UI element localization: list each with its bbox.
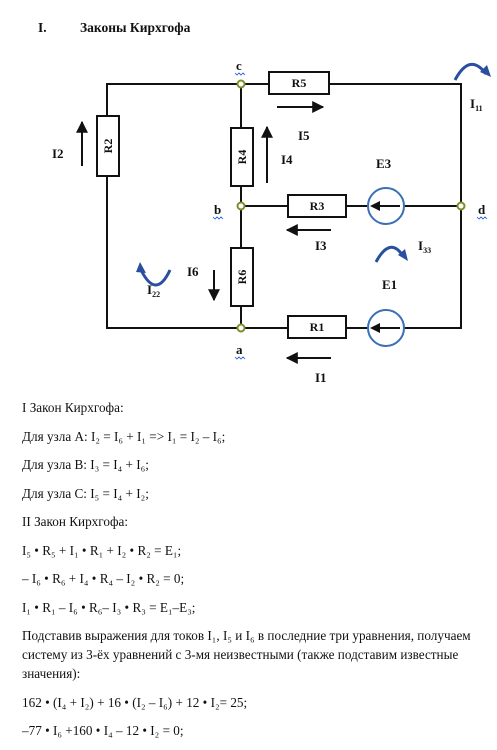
node-c-equation: Для узла C: I₅ = I₄ + I₂; <box>22 485 149 501</box>
circuit-nodes <box>236 79 466 333</box>
law2-title: II Закон Кирхгофа: <box>22 514 129 529</box>
node-c-label: c <box>236 58 242 73</box>
node-a-equation: Для узла A: I₂ = I₆ + I₁ => I₁ = I₂ – I₆… <box>22 428 226 444</box>
loop-equation-1: I₅ • R₅ + I₁ • R₁ + I₂ • R₂ = E₁; <box>22 542 182 558</box>
section-title: Законы Кирхгофа <box>80 20 191 35</box>
loop-i11-label: I11 <box>470 96 483 113</box>
source-e1-label: E1 <box>382 277 397 292</box>
loop-equation-3: I₁ • R₁ – I₆ • R₆– I₃ • R₃ = E₁–E₃; <box>22 599 196 615</box>
source-e3-label: E3 <box>376 156 392 171</box>
resistor-r2-label: R2 <box>101 139 115 154</box>
system-equation-1: 162 • (I₄ + I₂) + 16 • (I₂ – I₆) + 12 • … <box>22 694 248 710</box>
substitution-paragraph: Подставив выражения для токов I₁, I₅ и I… <box>22 628 471 681</box>
resistor-r4-label: R4 <box>235 150 249 165</box>
current-i3-label: I3 <box>315 238 327 253</box>
resistor-r1-label: R1 <box>310 320 325 334</box>
current-i4-label: I4 <box>281 152 293 167</box>
node-d-label: d <box>478 202 486 217</box>
resistor-r6-label: R6 <box>235 270 249 285</box>
node-a-label: a <box>236 342 243 357</box>
resistor-r1 <box>287 315 347 339</box>
loop-i33-label: I33 <box>418 238 431 255</box>
resistor-r4 <box>230 127 254 187</box>
section-number: I. <box>38 20 47 35</box>
node-b-label: b <box>214 202 221 217</box>
resistor-r2 <box>96 115 120 177</box>
loop-equation-2: – I₆ • R₆ + I₄ • R₄ – I₂ • R₂ = 0; <box>22 571 185 586</box>
resistor-r3 <box>287 194 347 218</box>
document-body: I Закон Кирхгофа: Для узла A: I₂ = I₆ + … <box>22 398 492 750</box>
law1-title: I Закон Кирхгофа: <box>22 400 124 415</box>
circuit-diagram: R5 R2 R4 R6 R3 R1 c b d a <box>52 58 491 385</box>
current-i6-label: I6 <box>187 264 199 279</box>
node-b-equation: Для узла B: I₃ = I₄ + I₆; <box>22 457 149 472</box>
system-equation-2: –77 • I₆ +160 • I₄ – 12 • I₂ = 0; <box>22 723 184 738</box>
resistor-r5-label: R5 <box>292 76 307 90</box>
current-i2-label: I2 <box>52 146 64 161</box>
current-i5-label: I5 <box>298 128 310 143</box>
current-i1-label: I1 <box>315 370 327 385</box>
resistor-r5 <box>268 71 330 95</box>
circuit-wires <box>106 83 462 329</box>
loop-i22-arrow <box>139 269 172 287</box>
resistor-r6 <box>230 247 254 307</box>
resistor-r3-label: R3 <box>310 199 325 213</box>
loop-i22-label: I22 <box>147 282 160 299</box>
section-heading: I. Законы Кирхгофа <box>38 20 190 36</box>
